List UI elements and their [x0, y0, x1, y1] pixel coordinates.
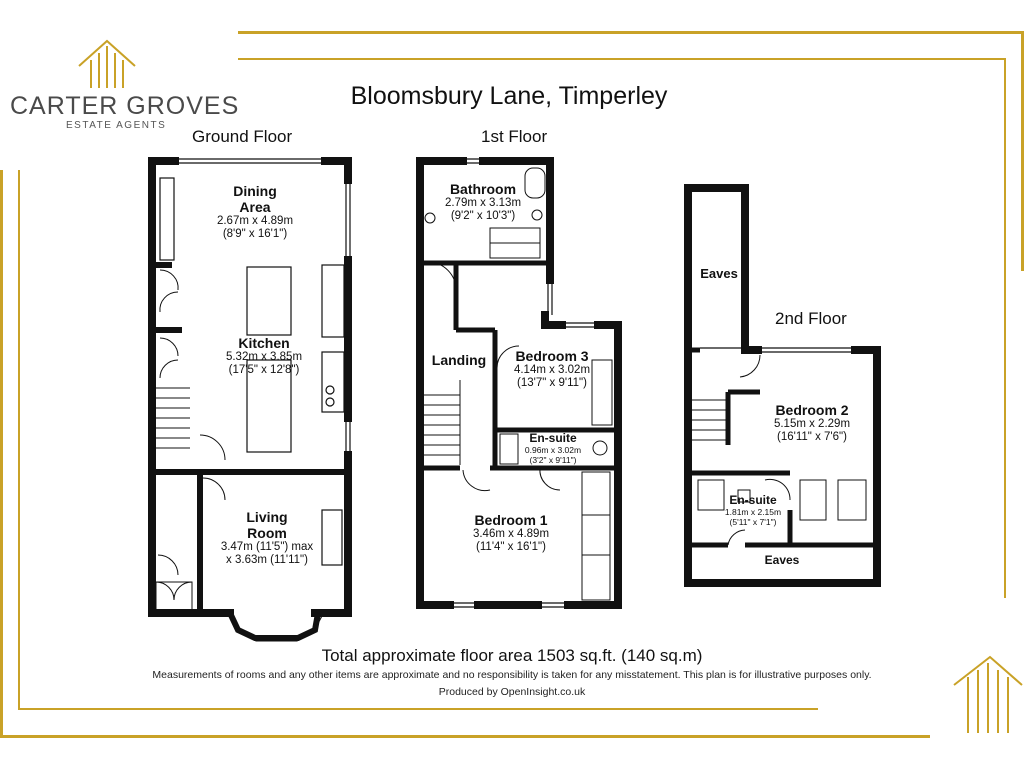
room-dims-metric: 2.79m x 3.13m [444, 197, 522, 210]
room-dims-metric: 0.96m x 3.02m [524, 444, 582, 455]
room-bedroom-1: Bedroom 1 3.46m x 4.89m (11'4" x 16'1") [455, 512, 567, 555]
house-lines-icon-bottom [953, 655, 1023, 733]
frame-left-inner-line [18, 170, 20, 710]
room-eaves-bottom: Eaves [750, 553, 814, 568]
room-eaves-top: Eaves [692, 266, 746, 282]
room-bedroom-2: Bedroom 2 5.15m x 2.29m (16'11" x 7'6") [756, 402, 868, 445]
first-floor-label: 1st Floor [481, 127, 548, 146]
produced-by-text: Produced by OpenInsight.co.uk [438, 686, 586, 698]
room-landing: Landing [423, 352, 495, 368]
house-lines-icon [78, 39, 136, 88]
room-kitchen: Kitchen 5.32m x 3.85m (17'5" x 12'8") [193, 335, 335, 378]
brand-name: CARTER GROVES [10, 92, 240, 120]
room-dims-metric: 1.81m x 2.15m [724, 506, 782, 517]
room-name: Bedroom 1 [474, 512, 548, 528]
disclaimer-text: Measurements of rooms and any other item… [152, 669, 872, 681]
room-bedroom-3: Bedroom 3 4.14m x 3.02m (13'7" x 9'11") [496, 348, 608, 391]
ground-floor-plan [148, 157, 352, 642]
frame-right-inner-line [1004, 58, 1006, 598]
room-bathroom: Bathroom 2.79m x 3.13m (9'2" x 10'3") [428, 181, 538, 224]
room-dims-metric: 3.47m (11'5") max [220, 541, 314, 554]
room-dims-metric: 2.67m x 4.89m [216, 215, 294, 228]
room-dims-imperial: (9'2" x 10'3") [450, 210, 516, 223]
room-dims-imperial: (16'11" x 7'6") [777, 431, 847, 444]
frame-right-outer-line [1021, 31, 1024, 271]
room-name: En-suite [729, 493, 777, 507]
room-dims-imperial: (3'2" x 9'11") [529, 454, 577, 465]
room-en-suite-second: En-suite 1.81m x 2.15m (5'11" x 7'1") [714, 493, 792, 527]
frame-bottom-inner-line [18, 708, 818, 710]
plan-title: Bloomsbury Lane, Timperley [350, 82, 668, 110]
frame-bottom-outer-line [0, 735, 930, 738]
room-name: Bedroom 2 [775, 402, 849, 418]
room-dims-imperial: (17'5" x 12'8") [228, 364, 300, 377]
ground-floor-label: Ground Floor [192, 127, 293, 146]
room-name: En-suite [529, 431, 577, 445]
room-dims-metric: 5.15m x 2.29m [773, 418, 851, 431]
room-name: Landing [431, 352, 487, 368]
room-name: Eaves [700, 266, 738, 281]
room-dims-imperial: (13'7" x 9'11") [517, 377, 587, 390]
second-floor-plan [684, 184, 881, 587]
room-name: Bathroom [449, 181, 517, 197]
room-dims-imperial: x 3.63m (11'11") [226, 554, 308, 567]
total-floor-area: Total approximate floor area 1503 sq.ft.… [321, 646, 703, 665]
room-name: Living Room [246, 509, 288, 542]
room-name: Kitchen [238, 335, 290, 351]
frame-top-line [238, 31, 1024, 34]
room-dims-metric: 4.14m x 3.02m [513, 364, 591, 377]
room-dims-metric: 5.32m x 3.85m [225, 351, 303, 364]
room-en-suite-first: En-suite 0.96m x 3.02m (3'2" x 9'11") [512, 431, 594, 465]
room-name: Eaves [764, 553, 800, 567]
room-dining-area: Dining Area 2.67m x 4.89m (8'9" x 16'1") [185, 183, 325, 242]
frame-left-outer-line [0, 170, 3, 737]
room-name: Dining Area [233, 183, 277, 216]
room-dims-metric: 3.46m x 4.89m [472, 528, 550, 541]
first-floor-plan [416, 157, 622, 609]
second-floor-label: 2nd Floor [775, 309, 847, 328]
room-dims-imperial: (5'11" x 7'1") [729, 516, 777, 527]
room-name: Bedroom 3 [515, 348, 589, 364]
brand-subtitle: ESTATE AGENTS [66, 120, 167, 131]
frame-top-inner-line [238, 58, 1006, 60]
room-living-room: Living Room 3.47m (11'5") max x 3.63m (1… [200, 509, 334, 568]
room-dims-imperial: (11'4" x 16'1") [476, 541, 546, 554]
room-dims-imperial: (8'9" x 16'1") [222, 228, 288, 241]
